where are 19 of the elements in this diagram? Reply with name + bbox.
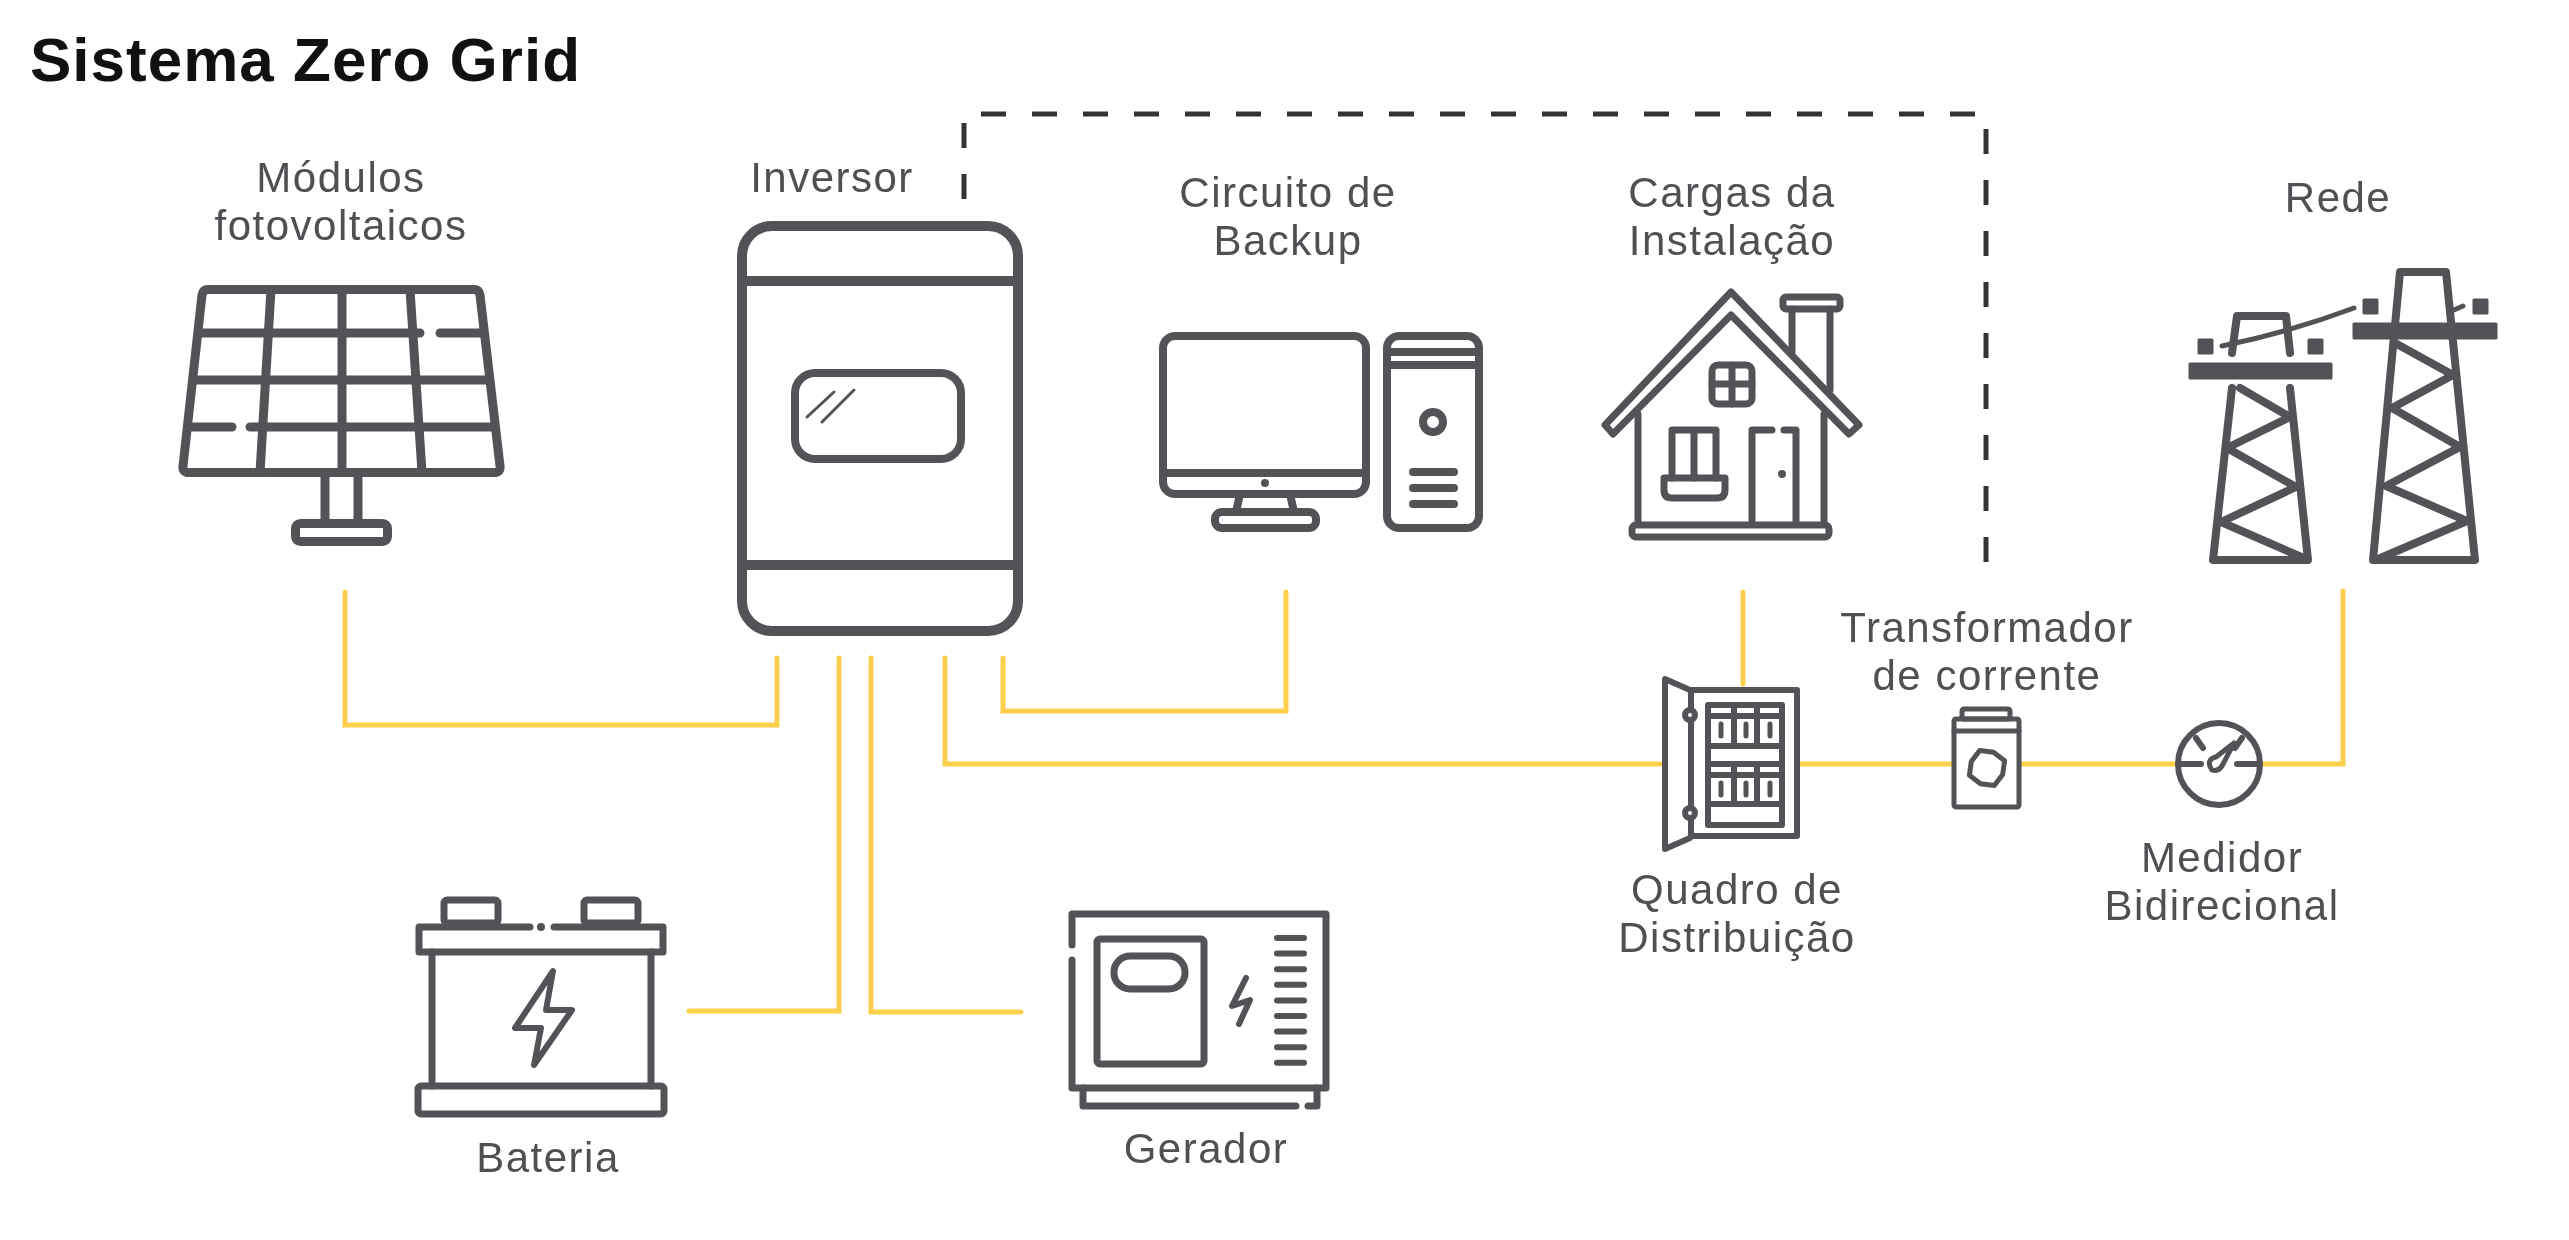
connection-line bbox=[868, 655, 1024, 1015]
connection-line bbox=[342, 589, 780, 728]
component-label: Transformador de corrente bbox=[1839, 604, 2135, 700]
component-label: Módulos fotovoltaicos bbox=[213, 154, 469, 250]
diagram-title: Sistema Zero Grid bbox=[30, 29, 582, 91]
component-label: Rede bbox=[2283, 174, 2393, 222]
component-label: Circuito de Backup bbox=[1178, 169, 1398, 265]
connection-line bbox=[942, 655, 1663, 767]
component-label: Gerador bbox=[1122, 1125, 1290, 1173]
component-label: Inversor bbox=[749, 154, 915, 202]
component-label: Medidor Bidirecional bbox=[2103, 834, 2341, 930]
connection-line bbox=[2260, 588, 2346, 767]
component-label: Bateria bbox=[475, 1134, 621, 1182]
connection-line bbox=[686, 655, 842, 1014]
connection-line bbox=[1740, 589, 1746, 687]
component-label: Cargas da Instalação bbox=[1627, 169, 1837, 265]
connection-line bbox=[1797, 761, 1955, 767]
component-label: Quadro de Distribuição bbox=[1617, 866, 1857, 962]
connection-line bbox=[1000, 589, 1289, 714]
